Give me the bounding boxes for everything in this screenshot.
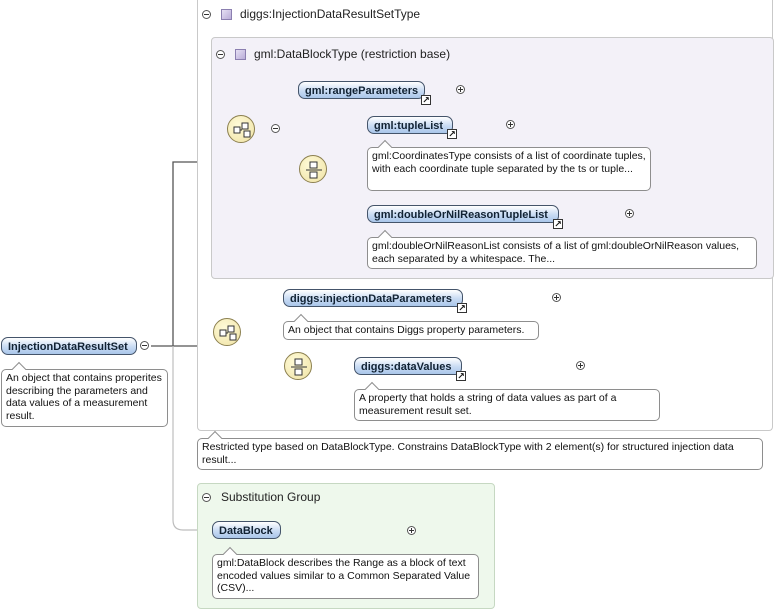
data-values-annotation: A property that holds a string of data v… bbox=[354, 389, 660, 421]
reference-arrow-icon: ↗ bbox=[447, 129, 457, 139]
base-type-header[interactable]: gml:DataBlockType (restriction base) bbox=[216, 47, 450, 61]
base-type-name: gml:DataBlockType (restriction base) bbox=[254, 47, 451, 61]
reference-arrow-icon: ↗ bbox=[553, 219, 563, 229]
reference-arrow-icon: ↗ bbox=[456, 371, 466, 381]
data-block-element[interactable]: DataBlock bbox=[212, 521, 281, 539]
collapse-toggle-icon[interactable] bbox=[202, 492, 211, 502]
outer-type-annotation: Restricted type based on DataBlockType. … bbox=[197, 438, 763, 470]
substitution-group-header[interactable]: Substitution Group bbox=[202, 490, 320, 504]
reference-arrow-icon: ↗ bbox=[457, 303, 467, 313]
double-or-nil-list-element[interactable]: gml:doubleOrNilReasonTupleList bbox=[367, 205, 559, 223]
collapse-toggle-icon[interactable] bbox=[271, 124, 281, 133]
expand-toggle-icon[interactable] bbox=[406, 526, 416, 535]
choice-compositor-icon[interactable] bbox=[284, 352, 312, 380]
collapse-toggle-icon[interactable] bbox=[216, 49, 225, 59]
data-block-annotation: gml:DataBlock describes the Range as a b… bbox=[212, 554, 479, 599]
expand-toggle-icon[interactable] bbox=[456, 85, 466, 94]
collapse-toggle-icon[interactable] bbox=[140, 341, 149, 350]
tuple-list-element[interactable]: gml:tupleList bbox=[367, 116, 453, 134]
expand-toggle-icon[interactable] bbox=[575, 361, 585, 370]
tuple-list-annotation: gml:CoordinatesType consists of a list o… bbox=[367, 147, 651, 191]
expand-toggle-icon[interactable] bbox=[506, 120, 516, 129]
reference-arrow-icon: ↗ bbox=[421, 95, 431, 105]
substitution-group-title: Substitution Group bbox=[221, 490, 321, 504]
injection-data-parameters-annotation: An object that contains Diggs property p… bbox=[283, 321, 539, 340]
data-values-element[interactable]: diggs:dataValues bbox=[354, 357, 462, 375]
injection-data-parameters-element[interactable]: diggs:injectionDataParameters bbox=[283, 289, 463, 307]
choice-compositor-icon[interactable] bbox=[299, 155, 327, 183]
complex-type-icon bbox=[235, 48, 246, 60]
outer-type-name: diggs:InjectionDataResultSetType bbox=[240, 7, 421, 21]
root-annotation: An object that contains properites descr… bbox=[1, 369, 168, 427]
range-parameters-element[interactable]: gml:rangeParameters bbox=[298, 81, 425, 99]
expand-toggle-icon[interactable] bbox=[625, 209, 635, 218]
sequence-compositor-icon[interactable] bbox=[227, 115, 255, 143]
outer-type-header[interactable]: diggs:InjectionDataResultSetType bbox=[202, 7, 420, 21]
root-element[interactable]: InjectionDataResultSet bbox=[1, 337, 137, 355]
sequence-compositor-icon[interactable] bbox=[213, 318, 241, 346]
double-or-nil-list-annotation: gml:doubleOrNilReasonList consists of a … bbox=[367, 237, 757, 269]
expand-toggle-icon[interactable] bbox=[552, 293, 562, 302]
complex-type-icon bbox=[221, 8, 232, 20]
collapse-toggle-icon[interactable] bbox=[202, 9, 211, 19]
